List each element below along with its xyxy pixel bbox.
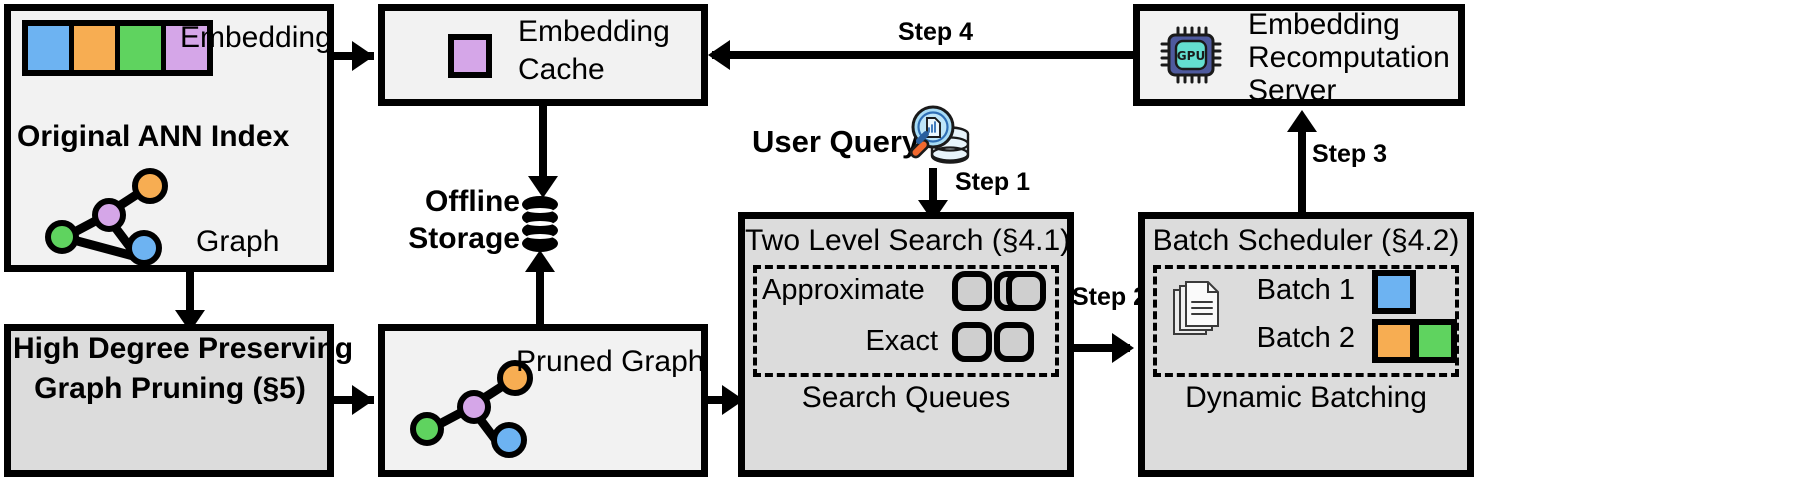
pruned-graph-box [378,324,708,477]
user-query-label: User Query [752,124,920,159]
pruned-graph-label: Pruned Graph [516,345,705,378]
dynamic-batching-dashed-region [1153,265,1459,377]
offline-storage-line2: Storage [408,222,520,255]
arrow-pruned-to-storage-head [525,250,555,272]
original-ann-index-title: Original ANN Index [17,120,290,153]
embedding-cache-line2: Cache [518,53,605,86]
cylinder-gap [527,221,553,226]
arrow-index-to-pruning-line [186,272,194,316]
batch-scheduler-title: Batch Scheduler (§4.2) [1152,224,1460,257]
graph-node-orange [132,168,168,204]
embedding-swatch-purple [166,26,207,70]
graph-pruning-line1: High Degree Preserving [13,332,354,365]
embedding-swatch-orange [74,26,120,70]
recompute-server-line2: Recomputation [1248,41,1450,74]
pruned-graph-widget [405,360,535,458]
gpu-chip-icon: GPU [1160,26,1222,84]
documents-stack-icon [1173,281,1219,335]
magnifier-document-database-icon [909,105,970,164]
exact-queue-slot [994,322,1034,362]
arrow-cache-to-storage-line [539,106,547,182]
approximate-label: Approximate [762,274,925,306]
arrow-step3-head [1287,110,1317,132]
graph-pruning-line2: Graph Pruning (§5) [34,372,306,405]
embedding-swatch-strip [22,20,213,76]
graph-node-green [45,220,79,254]
arrow-step4-line [712,51,1136,59]
arrow-pruned-to-storage-line [536,268,544,324]
arrow-step3-line [1298,128,1306,214]
original-graph-widget [40,168,170,266]
arrow-index-to-cache-head [352,41,374,71]
batch2-label: Batch 2 [1256,322,1355,354]
offline-storage-line1: Offline [425,185,520,218]
cylinder-gap [527,208,553,213]
dynamic-batching-footer: Dynamic Batching [1185,381,1427,414]
arrow-step4-head [708,40,730,70]
batch2-swatch-orange [1372,319,1416,363]
approximate-queue-slot [1006,271,1046,311]
cylinder-gap [527,234,553,239]
arrow-cache-to-storage-head [528,176,558,198]
approximate-queue-slot [952,271,992,311]
exact-queue-slot [952,322,992,362]
graph-node-purple [92,198,126,232]
embedding-cache-box [378,4,708,106]
batch1-label: Batch 1 [1256,274,1355,306]
database-cylinder-icon [522,196,558,254]
step4-label: Step 4 [898,18,974,46]
arrow-step1-line [929,168,937,212]
search-queues-dashed-region [753,265,1059,377]
batch1-swatch-blue [1372,270,1416,314]
embedding-cache-swatch-purple [448,34,492,78]
graph-node-blue [126,230,162,266]
graph-node-green [410,412,444,446]
batch2-swatch-green [1413,319,1457,363]
exact-label: Exact [865,325,938,357]
recompute-server-line1: Embedding [1248,8,1400,41]
step1-label: Step 1 [955,168,1031,196]
gpu-icon-text: GPU [1177,49,1205,63]
step3-label: Step 3 [1312,140,1388,168]
two-level-search-title: Two Level Search (§4.1) [745,224,1071,257]
step2-label: Step 2 [1072,283,1148,311]
graph-node-orange [497,360,533,396]
embedding-cache-line1: Embedding [518,15,670,48]
graph-node-purple [457,390,491,424]
embedding-swatch-blue [28,26,74,70]
cylinder-disk [522,235,558,252]
embedding-label: Embedding [180,21,332,54]
graph-label: Graph [196,225,280,258]
search-queues-footer: Search Queues [801,381,1011,414]
embedding-swatch-green [120,26,166,70]
arrow-step2-line [1074,344,1130,352]
graph-pruning-box [4,324,334,477]
arrow-pruning-to-prunedgraph-head [352,385,374,415]
graph-node-blue [491,422,527,458]
arrow-step2-head [1112,333,1134,363]
recompute-server-line3: Server [1248,74,1337,107]
